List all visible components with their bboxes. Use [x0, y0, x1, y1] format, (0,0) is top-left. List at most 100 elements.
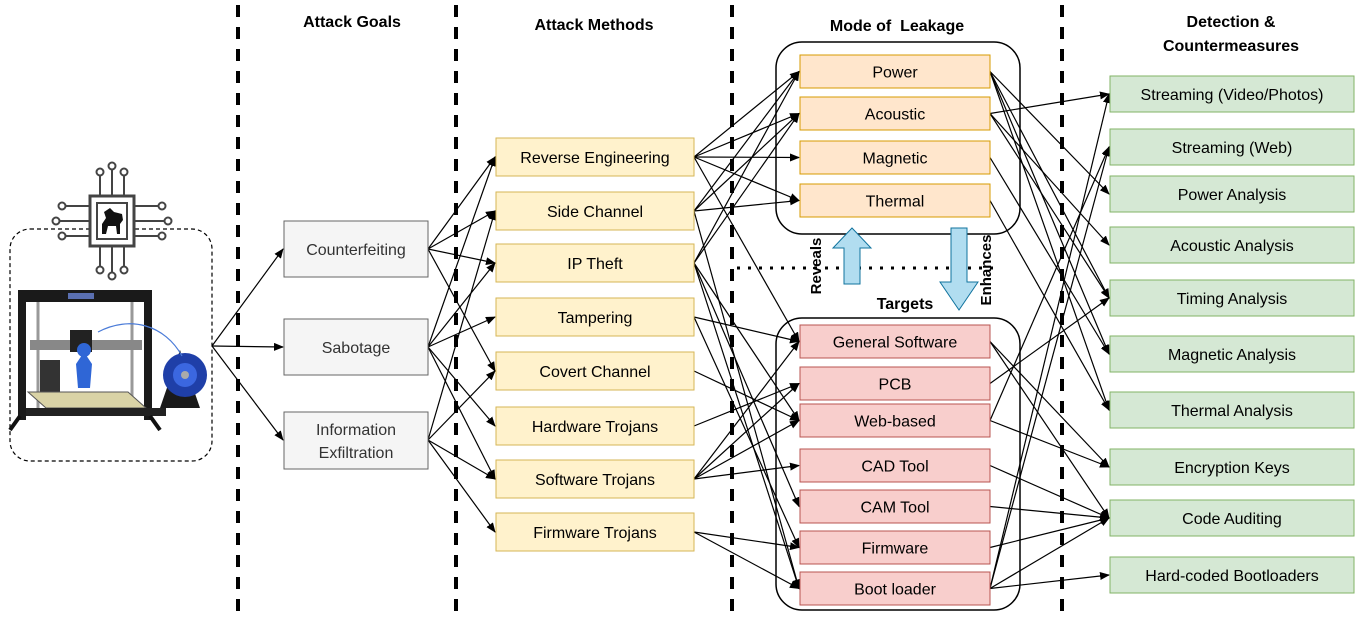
method-node: Side Channel — [495, 191, 695, 231]
edge-arrow — [989, 93, 1111, 589]
edge-arrow — [211, 342, 284, 351]
edge-arrow — [693, 531, 800, 551]
edge-arrow — [989, 200, 1110, 411]
horse-icon — [102, 208, 123, 234]
edge-arrow — [989, 113, 1110, 299]
countermeasure-node: Thermal Analysis — [1109, 391, 1355, 429]
countermeasure-node: Timing Analysis — [1109, 279, 1355, 317]
edge-arrow — [693, 262, 800, 422]
leakage-node: Magnetic — [799, 140, 991, 175]
edge-arrow — [693, 210, 801, 590]
edge-arrow — [693, 156, 800, 343]
edge-arrow — [989, 157, 1110, 355]
target-node: General Software — [799, 324, 991, 359]
edge-arrow — [693, 316, 800, 549]
target-node-label: Firmware — [862, 541, 929, 558]
countermeasure-node-label: Magnetic Analysis — [1168, 347, 1296, 364]
target-node-label: General Software — [833, 335, 958, 352]
edge-arrow — [989, 572, 1110, 590]
target-node-label: CAD Tool — [861, 459, 928, 476]
edge-arrow — [693, 153, 800, 162]
printer-frame — [8, 290, 207, 432]
edge-arrow — [693, 316, 800, 344]
target-node-label: PCB — [879, 377, 912, 394]
countermeasure-node-label: Timing Analysis — [1177, 291, 1288, 308]
leakage-node: Thermal — [799, 183, 991, 218]
countermeasure-node-label: Power Analysis — [1178, 187, 1287, 204]
edge-arrow — [427, 248, 496, 372]
goal-label: Sabotage — [322, 340, 391, 357]
edge-arrow — [211, 345, 284, 441]
edge-arrow — [427, 210, 496, 250]
edge-arrow — [693, 112, 800, 158]
goal-node: Information Exfiltration — [283, 411, 429, 470]
edge-arrow — [427, 316, 496, 348]
method-node-label: IP Theft — [567, 256, 623, 273]
column-separators — [236, 5, 1064, 617]
edge-arrow — [989, 146, 1111, 589]
edge-arrow — [693, 70, 800, 212]
target-node: Web-based — [799, 403, 991, 438]
edge-arrow — [427, 346, 496, 480]
edge-arrow — [693, 70, 800, 264]
edge-arrow — [989, 71, 1110, 195]
edge-arrow — [989, 516, 1110, 549]
edge-arrow — [989, 517, 1110, 590]
method-node-label: Covert Channel — [539, 364, 650, 381]
leakage-node: Power — [799, 54, 991, 89]
edge-arrow — [693, 156, 800, 202]
leakage-node-label: Power — [872, 65, 918, 82]
goal-node: Counterfeiting — [283, 220, 429, 278]
edge-arrow — [693, 197, 800, 212]
target-node: Firmware — [799, 530, 991, 565]
leakage-node-label: Acoustic — [865, 107, 925, 124]
countermeasure-node: Streaming (Web) — [1109, 128, 1355, 166]
edge-arrow — [211, 248, 284, 347]
edge-arrow — [427, 156, 496, 250]
target-node-label: Boot loader — [854, 582, 937, 599]
edges — [211, 70, 1111, 590]
edge-arrow — [427, 210, 497, 441]
target-node-label: Web-based — [854, 414, 936, 431]
edge-arrow — [693, 340, 800, 480]
method-node: Firmware Trojans — [495, 512, 695, 552]
target-node-label: CAM Tool — [860, 500, 929, 517]
header-attack-goals: Attack Goals — [303, 14, 401, 31]
method-node: Tampering — [495, 297, 695, 337]
leakage-node: Acoustic — [799, 96, 991, 131]
reveals-label: Reveals — [808, 238, 825, 295]
edge-arrow — [989, 71, 1110, 355]
edge-arrow — [693, 531, 800, 590]
edge-arrow — [989, 91, 1110, 115]
leakage-node-label: Thermal — [866, 194, 925, 211]
goal-label: Information — [316, 422, 396, 439]
leakage-node-label: Magnetic — [863, 151, 928, 168]
countermeasure-node-label: Encryption Keys — [1174, 460, 1290, 477]
countermeasure-node-label: Hard-coded Bootloaders — [1145, 568, 1318, 585]
edge-arrow — [693, 419, 800, 480]
edge-arrow — [989, 71, 1110, 411]
edge-arrow — [989, 341, 1110, 519]
method-node: Reverse Engineering — [495, 137, 695, 177]
edge-arrow — [693, 462, 800, 480]
edge-arrow — [693, 70, 800, 158]
method-node: Hardware Trojans — [495, 406, 695, 446]
countermeasure-node: Power Analysis — [1109, 175, 1355, 213]
edge-arrow — [693, 382, 800, 480]
method-node-label: Tampering — [558, 310, 633, 327]
method-node: IP Theft — [495, 243, 695, 283]
countermeasure-node: Acoustic Analysis — [1109, 226, 1355, 264]
edge-arrow — [427, 248, 496, 266]
countermeasure-node: Hard-coded Bootloaders — [1109, 556, 1355, 594]
edge-arrow — [693, 112, 800, 264]
edge-arrow — [427, 156, 496, 348]
edge-arrow — [989, 113, 1110, 246]
target-node: Boot loader — [799, 571, 991, 606]
edge-arrow — [693, 262, 801, 590]
edge-arrow — [427, 346, 496, 427]
goal-label: Exfiltration — [319, 445, 394, 462]
header-detection-line1: Detection & — [1187, 14, 1276, 31]
edge-arrow — [427, 439, 496, 533]
leakage-container — [775, 41, 1021, 235]
